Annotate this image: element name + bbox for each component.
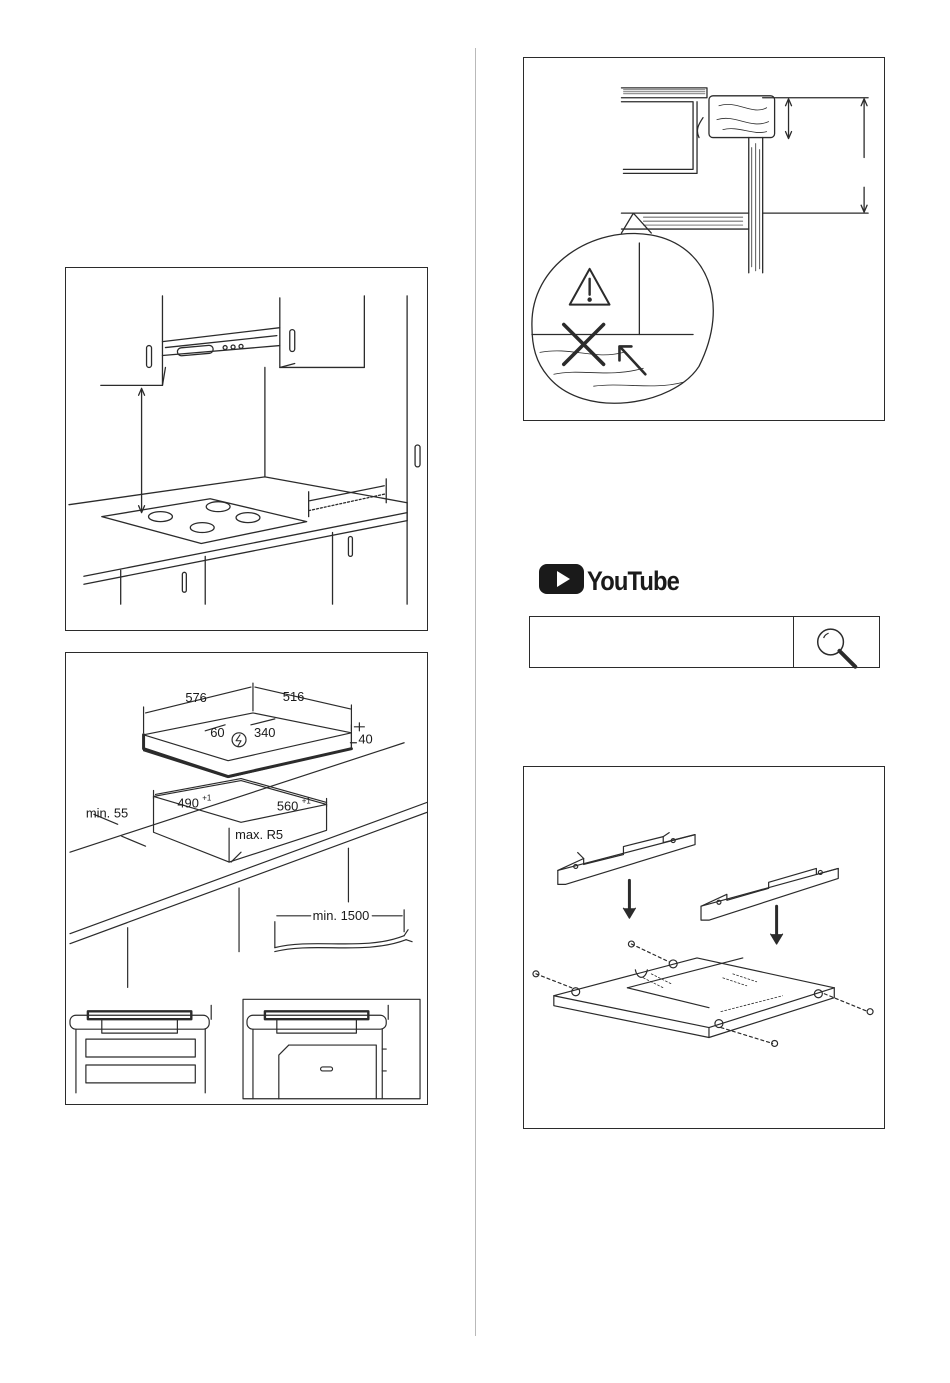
bracket-icon (701, 868, 838, 920)
tall-cabinet-icon (407, 296, 420, 604)
search-box (529, 616, 880, 668)
search-icon (794, 617, 879, 667)
hob-icon (102, 499, 307, 544)
cross-mark-icon (564, 325, 604, 365)
figure-dimensions: 576 516 60 340 40 490 +1 560 +1 min. 55 … (65, 652, 428, 1105)
wood-panel-icon (621, 88, 774, 273)
search-button[interactable] (793, 617, 879, 667)
bracket-icon (558, 833, 695, 885)
figure-cabinet-installation (65, 267, 428, 631)
figure-bracket-assembly (523, 766, 885, 1129)
worktop-icon (69, 477, 407, 604)
hob-base-icon (554, 958, 834, 1038)
power-connection-icon (275, 910, 412, 952)
youtube-logo: YouTube (539, 559, 681, 599)
figure-warning-installation (523, 57, 885, 421)
youtube-logo-text: YouTube (587, 566, 680, 596)
youtube-play-icon (539, 564, 584, 594)
warning-triangle-icon (570, 269, 610, 305)
drawer-cabinet-icon (70, 1005, 211, 1093)
extractor-hood-icon (162, 328, 279, 356)
search-input[interactable] (530, 617, 793, 666)
arrow-icon (619, 346, 645, 374)
oven-cabinet-icon (247, 1005, 388, 1098)
column-divider (475, 48, 476, 1336)
